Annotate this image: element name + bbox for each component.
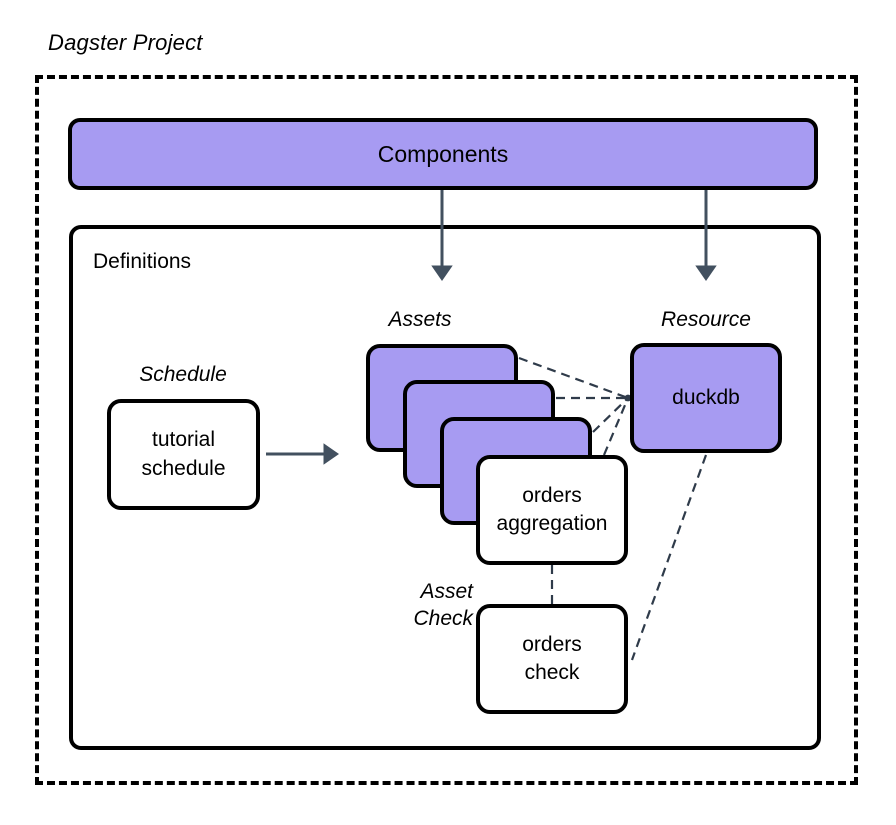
dagster-project-boundary — [35, 75, 858, 785]
project-title: Dagster Project — [48, 30, 203, 55]
schedule-node-tutorial-schedule[interactable]: tutorial schedule — [107, 399, 260, 510]
asset-check-node-orders-check[interactable]: orders check — [476, 604, 628, 714]
asset-node-orders-aggregation[interactable]: orders aggregation — [476, 455, 628, 565]
definitions-label: Definitions — [93, 250, 192, 273]
components-box[interactable]: Components — [68, 118, 818, 190]
components-label: Components — [377, 140, 509, 167]
group-label-assets: Assets — [388, 308, 452, 331]
group-label-resource: Resource — [661, 308, 751, 331]
group-label-asset-check: Asset Check — [413, 580, 473, 631]
group-label-schedule: Schedule — [139, 363, 227, 386]
resource-node-duckdb[interactable]: duckdb — [630, 343, 782, 453]
